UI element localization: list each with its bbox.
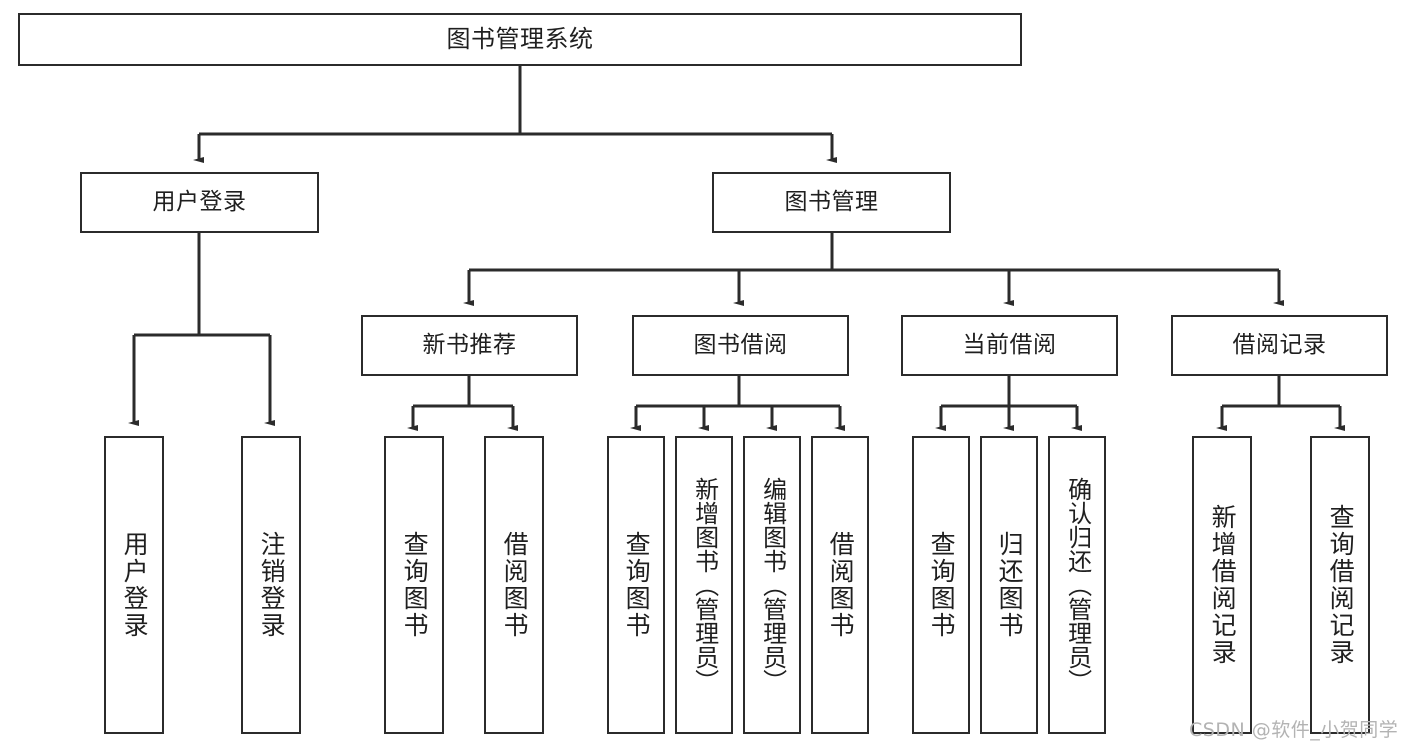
node-label: 图书借阅 xyxy=(693,331,788,358)
node-label: 归还图书 xyxy=(995,531,1025,639)
node-label: 查询借阅记录 xyxy=(1326,504,1356,666)
leaf-borrow-query-book[interactable]: 查询图书 xyxy=(607,436,665,734)
node-label: 图书管理 xyxy=(784,188,879,215)
leaf-new-book-query[interactable]: 查询图书 xyxy=(384,436,444,734)
leaf-user-login-logout[interactable]: 注销登录 xyxy=(241,436,301,734)
node-book-borrow[interactable]: 图书借阅 xyxy=(632,315,849,376)
node-user-login[interactable]: 用户登录 xyxy=(80,172,319,233)
csdn-watermark: CSDN @软件_小贺同学 xyxy=(1189,719,1399,741)
node-current-borrow[interactable]: 当前借阅 xyxy=(901,315,1118,376)
leaf-borrow-add-book-admin[interactable]: 新增图书（管理员） xyxy=(675,436,733,734)
leaf-records-query-record[interactable]: 查询借阅记录 xyxy=(1310,436,1370,734)
node-label: 借阅图书 xyxy=(826,531,856,639)
leaf-current-return-book[interactable]: 归还图书 xyxy=(980,436,1038,734)
node-label: 编辑图书（管理员） xyxy=(758,477,787,693)
node-label: 用户登录 xyxy=(120,531,150,639)
node-label: 用户登录 xyxy=(152,188,247,215)
leaf-current-confirm-return-admin[interactable]: 确认归还（管理员） xyxy=(1048,436,1106,734)
leaf-records-add-record[interactable]: 新增借阅记录 xyxy=(1192,436,1252,734)
leaf-user-login-login[interactable]: 用户登录 xyxy=(104,436,164,734)
node-label: 注销登录 xyxy=(257,531,287,639)
node-label: 查询图书 xyxy=(400,531,430,639)
leaf-new-book-borrow[interactable]: 借阅图书 xyxy=(484,436,544,734)
node-label: 图书管理系统 xyxy=(446,25,594,54)
node-new-book-recommend[interactable]: 新书推荐 xyxy=(361,315,578,376)
node-label: 查询图书 xyxy=(622,531,652,639)
node-label: 当前借阅 xyxy=(962,331,1057,358)
leaf-borrow-borrow-book[interactable]: 借阅图书 xyxy=(811,436,869,734)
node-borrow-records[interactable]: 借阅记录 xyxy=(1171,315,1388,376)
leaf-current-query-book[interactable]: 查询图书 xyxy=(912,436,970,734)
node-root-system[interactable]: 图书管理系统 xyxy=(18,13,1022,66)
node-book-management[interactable]: 图书管理 xyxy=(712,172,951,233)
node-label: 查询图书 xyxy=(927,531,957,639)
node-label: 新书推荐 xyxy=(422,331,517,358)
leaf-borrow-edit-book-admin[interactable]: 编辑图书（管理员） xyxy=(743,436,801,734)
node-label: 借阅图书 xyxy=(500,531,530,639)
node-label: 新增图书（管理员） xyxy=(690,477,719,693)
node-label: 确认归还（管理员） xyxy=(1063,477,1092,693)
node-label: 新增借阅记录 xyxy=(1208,504,1238,666)
node-label: 借阅记录 xyxy=(1232,331,1327,358)
